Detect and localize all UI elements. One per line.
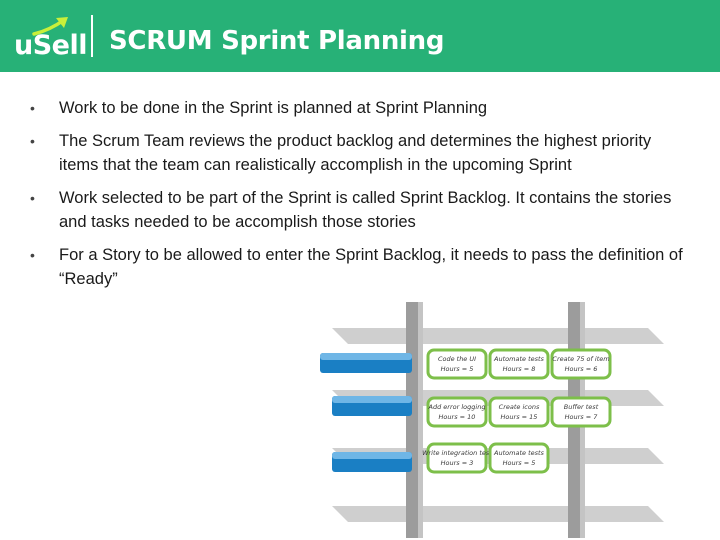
- backlog-card: Create 75 of item Hours = 6: [550, 348, 612, 380]
- backlog-card: Create icons Hours = 15: [488, 396, 550, 428]
- row-tab-icon: [320, 353, 412, 360]
- bullet-item: • For a Story to be allowed to enter the…: [30, 243, 690, 291]
- bullet-item: • The Scrum Team reviews the product bac…: [30, 129, 690, 177]
- usell-logo: uSell: [14, 14, 88, 62]
- svg-text:Hours = 5: Hours = 5: [503, 459, 536, 467]
- shelf-post: [418, 302, 423, 538]
- bullet-dot-icon: •: [30, 133, 35, 149]
- shelf: [332, 506, 664, 522]
- page-title: SCRUM Sprint Planning: [109, 26, 445, 56]
- svg-text:Code the UI: Code the UI: [438, 355, 476, 363]
- sprint-backlog-board-illustration: Code the UI Hours = 5 Automate tests Hou…: [320, 302, 664, 538]
- title-bar: uSell SCRUM Sprint Planning: [0, 0, 720, 72]
- bullet-text: For a Story to be allowed to enter the S…: [59, 246, 683, 288]
- backlog-card: Buffer test Hours = 7: [550, 396, 612, 428]
- svg-text:Write integration test: Write integration test: [422, 449, 492, 457]
- bullet-list: • Work to be done in the Sprint is plann…: [30, 96, 690, 291]
- bullet-item: • Work selected to be part of the Sprint…: [30, 186, 690, 234]
- svg-text:Add error logging: Add error logging: [428, 403, 486, 411]
- svg-text:Automate tests: Automate tests: [493, 449, 545, 457]
- bullet-dot-icon: •: [30, 100, 35, 116]
- svg-text:Hours = 7: Hours = 7: [565, 413, 599, 421]
- svg-text:Automate tests: Automate tests: [493, 355, 545, 363]
- backlog-card: Code the UI Hours = 5: [426, 348, 488, 380]
- svg-text:Hours = 10: Hours = 10: [439, 413, 476, 421]
- svg-text:Create 75 of item: Create 75 of item: [552, 355, 609, 363]
- logo-arrow-icon: [32, 17, 68, 36]
- bullet-text: Work selected to be part of the Sprint i…: [59, 189, 672, 231]
- row-tab-icon: [332, 396, 412, 403]
- backlog-card: Automate tests Hours = 5: [488, 442, 550, 474]
- row-tab-icon: [332, 452, 412, 459]
- svg-text:Hours = 15: Hours = 15: [501, 413, 538, 421]
- bullet-text: Work to be done in the Sprint is planned…: [59, 99, 488, 117]
- shelf: [332, 328, 664, 344]
- svg-text:Create icons: Create icons: [499, 403, 540, 411]
- backlog-card: Add error logging Hours = 10: [426, 396, 488, 428]
- shelf-post: [406, 302, 418, 538]
- bullet-dot-icon: •: [30, 247, 35, 263]
- backlog-card: Automate tests Hours = 8: [488, 348, 550, 380]
- svg-text:Hours = 5: Hours = 5: [441, 365, 474, 373]
- logo-text: uSell: [14, 30, 88, 61]
- svg-text:Hours = 6: Hours = 6: [565, 365, 598, 373]
- header-divider: [91, 15, 93, 57]
- svg-text:Hours = 3: Hours = 3: [441, 459, 474, 467]
- bullet-text: The Scrum Team reviews the product backl…: [59, 132, 652, 174]
- svg-text:Hours = 8: Hours = 8: [503, 365, 536, 373]
- svg-text:Buffer test: Buffer test: [564, 403, 599, 411]
- bullet-dot-icon: •: [30, 190, 35, 206]
- backlog-card: Write integration test Hours = 3: [422, 442, 492, 474]
- bullet-item: • Work to be done in the Sprint is plann…: [30, 96, 690, 120]
